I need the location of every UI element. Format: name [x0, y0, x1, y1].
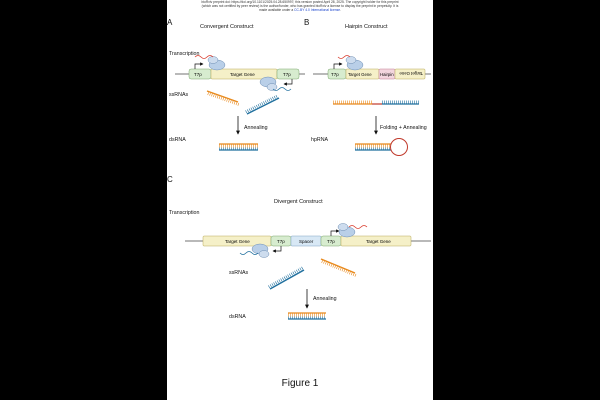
license-link[interactable]: CC-BY 4.0 International license	[294, 8, 341, 12]
target-gene-right-c	[340, 235, 412, 247]
target-gene-reverse-text-b: Target Gene	[399, 71, 423, 76]
dsrna-a	[219, 143, 258, 151]
rna-polymerase-b-top	[345, 56, 357, 64]
transcription-label-a: Transcription	[169, 51, 200, 57]
header-line-3-post: .	[340, 8, 342, 12]
hairpin-title: Hairpin Construct	[345, 24, 388, 30]
t7p-left-text-c: T7p	[277, 239, 285, 244]
figure-diagram: T7p Target Gene T7p	[175, 55, 431, 320]
hairpin-loop	[390, 138, 408, 156]
ssrna-blue-a	[245, 94, 280, 115]
spacer-text: Spacer	[299, 239, 314, 244]
dsrna-label-c: dsRNA	[229, 314, 246, 320]
transcript-blue-c	[239, 251, 259, 255]
target-gene-text-b: Target Gene	[348, 72, 372, 77]
header-line-3: made available under a CC-BY 4.0 Interna…	[177, 8, 423, 12]
transcription-label-c: Transcription	[169, 210, 200, 216]
rna-polymerase-a1-top	[207, 56, 219, 64]
hairpin-construct: T7p Target Gene Hairpin Target Gene	[313, 55, 431, 80]
t7p-right-text-a: T7p	[283, 72, 291, 77]
convergent-construct: T7p Target Gene T7p	[175, 55, 305, 91]
rna-polymerase-a2-top	[266, 83, 278, 91]
ssrnas-label-c: ssRNAs	[229, 270, 249, 276]
convergent-title: Convergent Construct	[200, 24, 254, 30]
t7p-left-text-a: T7p	[194, 72, 202, 77]
header-line-1: bioRxiv preprint doi: https://doi.org/10…	[201, 0, 399, 4]
transcript-red-a	[194, 55, 214, 59]
hprna	[355, 138, 408, 156]
transcript-red-b	[337, 55, 351, 59]
target-gene-text-a: Target Gene	[230, 72, 255, 77]
t7p-right-text-c: T7p	[327, 239, 335, 244]
dsrna-c	[288, 312, 326, 320]
transcript-blue-a	[272, 87, 292, 91]
header-line-3-pre: made available under a	[258, 8, 294, 12]
hairpin-transcript-linear	[333, 100, 419, 105]
divergent-construct: Target Gene T7p Spacer T7p Target Gene	[185, 223, 431, 258]
folding-annealing-label: Folding + Annealing	[380, 125, 427, 131]
tss-arrow-left-a	[194, 62, 204, 69]
dsrna-label-a: dsRNA	[169, 137, 186, 143]
tss-arrow-b	[333, 62, 343, 69]
panel-c-letter: C	[167, 175, 173, 184]
header-line-2: (which was not certified by peer review)…	[201, 4, 399, 8]
panel-b-letter: B	[304, 18, 310, 27]
preprint-header: bioRxiv preprint doi: https://doi.org/10…	[177, 0, 423, 12]
hprna-label: hpRNA	[311, 137, 329, 143]
divergent-title: Divergent Construct	[274, 199, 323, 205]
preprint-page: bioRxiv preprint doi: https://doi.org/10…	[167, 0, 433, 400]
ssrna-orange-c	[320, 258, 357, 277]
annealing-label-c: Annealing	[313, 296, 337, 302]
rna-polymerase-c2-top	[337, 223, 349, 231]
hairpin-text: Hairpin	[380, 72, 394, 77]
annealing-label-a: Annealing	[244, 125, 268, 131]
target-gene-reverse-b	[394, 68, 426, 80]
tss-arrow-right-a	[283, 79, 293, 86]
target-gene-left-text-c: Target Gene	[225, 239, 250, 244]
tss-arrow-right-c	[330, 229, 340, 236]
transcript-red-c	[348, 225, 368, 229]
ssrna-blue-c	[268, 266, 305, 290]
ssrnas-label-a: ssRNAs	[169, 92, 189, 98]
target-gene-right-text-c: Target Gene	[366, 239, 391, 244]
figure-caption: Figure 1	[281, 378, 319, 389]
panel-a-letter: A	[167, 18, 173, 27]
t7-promoter-right-a	[276, 68, 300, 80]
t7p-text-b: T7p	[331, 72, 339, 77]
ssrna-orange-a	[206, 90, 240, 106]
tss-arrow-left-c	[272, 246, 282, 253]
rna-polymerase-c1-top	[258, 250, 270, 258]
